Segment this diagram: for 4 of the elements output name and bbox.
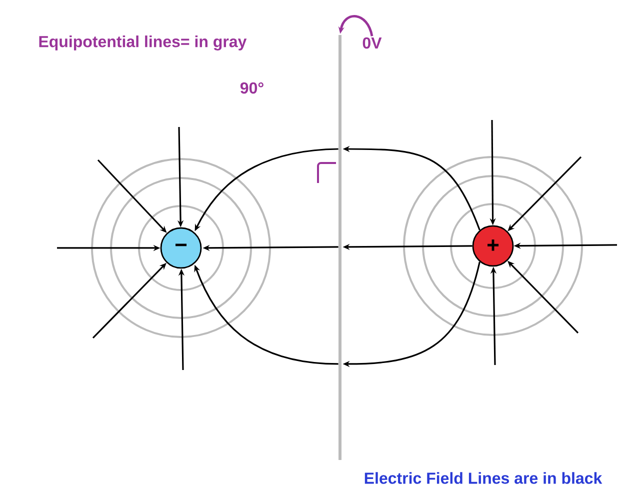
potential-label: 0V (362, 37, 382, 49)
legend-note: Electric Field Lines are in black (364, 472, 602, 484)
legend-note: Equipotential lines= in gray (39, 36, 247, 50)
angle-label: 90° (240, 82, 264, 94)
